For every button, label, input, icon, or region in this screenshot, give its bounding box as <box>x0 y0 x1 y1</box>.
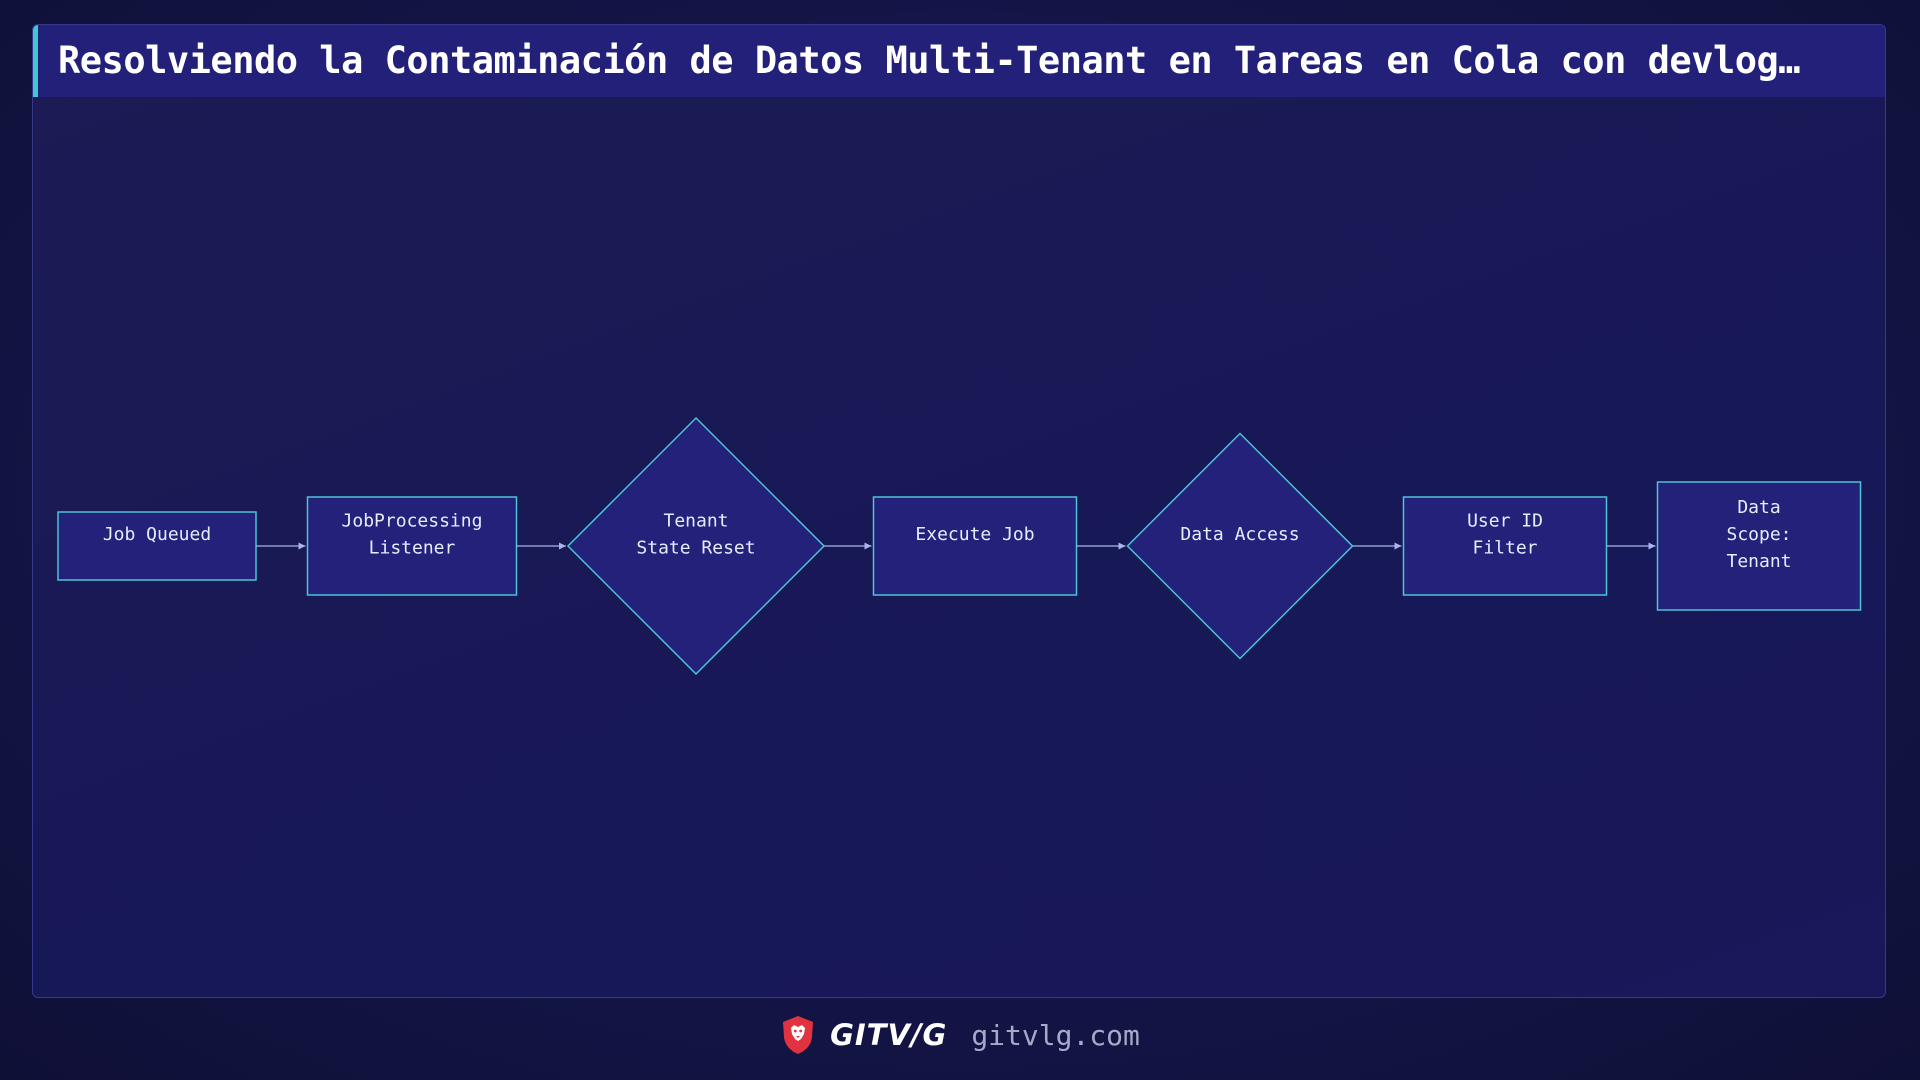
node-label: Tenant <box>663 511 728 532</box>
site-link[interactable]: gitvlg.com <box>971 1018 1140 1052</box>
node-data-access: Data Access <box>1126 432 1354 660</box>
node-execute-job: Execute Job <box>872 496 1078 596</box>
node-label: User ID <box>1467 511 1543 532</box>
decision-diamond <box>566 416 826 676</box>
brand-name: GITV/G <box>830 1018 948 1052</box>
node-label: Listener <box>369 538 456 559</box>
node-label: Execute Job <box>915 524 1034 545</box>
node-label: JobProcessing <box>342 511 483 532</box>
process-box <box>1656 481 1862 611</box>
node-label: Job Queued <box>103 524 211 545</box>
node-label: State Reset <box>636 538 755 559</box>
process-box <box>57 511 257 581</box>
node-label: Data <box>1737 497 1780 518</box>
footer: GITV/G gitvlg.com <box>0 1010 1920 1060</box>
process-box <box>872 496 1078 596</box>
node-label: Scope: <box>1726 524 1791 545</box>
node-user-id-filter: User ID Filter <box>1402 496 1608 596</box>
node-label: Filter <box>1472 538 1537 559</box>
node-job-queued: Job Queued <box>57 511 257 581</box>
node-label: Tenant <box>1726 551 1791 572</box>
title-bar: Resolviendo la Contaminación de Datos Mu… <box>33 25 1885 97</box>
node-label: Data Access <box>1180 524 1299 545</box>
lion-shield-icon <box>783 1016 814 1054</box>
decision-diamond <box>1126 432 1354 660</box>
